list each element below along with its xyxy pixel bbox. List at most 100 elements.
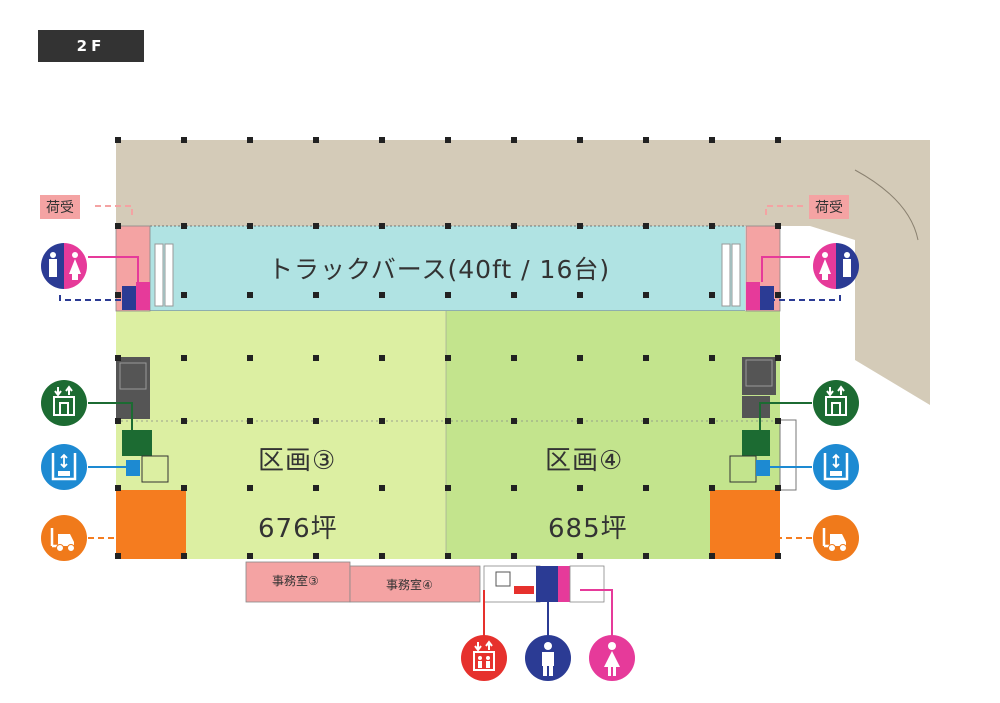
column-marker (445, 418, 451, 424)
loading-dock-left (116, 490, 186, 559)
column-marker (643, 485, 649, 491)
freight-elevator-icon (813, 380, 859, 426)
column-marker (577, 137, 583, 143)
column-marker (775, 355, 781, 361)
column-marker (181, 355, 187, 361)
vertical-conveyor-icon (813, 444, 859, 490)
column-marker (247, 223, 253, 229)
column-marker (709, 137, 715, 143)
column-marker (181, 223, 187, 229)
column-marker (775, 485, 781, 491)
column-marker (313, 485, 319, 491)
column-marker (247, 418, 253, 424)
column-marker (709, 485, 715, 491)
column-marker (643, 223, 649, 229)
column-marker (511, 485, 517, 491)
column-marker (181, 418, 187, 424)
column-marker (115, 553, 121, 559)
column-marker (577, 485, 583, 491)
column-marker (445, 292, 451, 298)
column-marker (247, 355, 253, 361)
loading-dock-right (710, 490, 780, 559)
column-marker (709, 418, 715, 424)
column-marker (313, 355, 319, 361)
column-marker (115, 292, 121, 298)
zone-4-name: 区画④ (545, 446, 624, 476)
column-marker (313, 223, 319, 229)
column-marker (313, 418, 319, 424)
column-marker (379, 355, 385, 361)
column-marker (775, 418, 781, 424)
zone-4-area-label: 685坪 (548, 514, 628, 544)
zone-3-area-label: 676坪 (258, 514, 338, 544)
column-marker (577, 223, 583, 229)
column-marker (709, 553, 715, 559)
column-marker (643, 553, 649, 559)
column-marker (511, 223, 517, 229)
office-4-area (349, 565, 481, 603)
loading-label-right: 荷受 (809, 195, 849, 219)
column-marker (775, 223, 781, 229)
column-marker (379, 418, 385, 424)
column-marker (247, 485, 253, 491)
column-marker (313, 292, 319, 298)
column-marker (511, 292, 517, 298)
vertical-conveyor-icon (41, 444, 87, 490)
yard-area (116, 140, 780, 226)
column-marker (247, 553, 253, 559)
column-marker (379, 137, 385, 143)
column-marker (115, 355, 121, 361)
column-marker (115, 418, 121, 424)
forklift-icon (813, 515, 859, 561)
structural-columns (115, 137, 781, 559)
freight-elevator-icon (41, 380, 87, 426)
zone-3-name: 区画③ (258, 446, 337, 476)
column-marker (313, 553, 319, 559)
column-marker (379, 223, 385, 229)
column-marker (445, 355, 451, 361)
column-marker (181, 553, 187, 559)
column-marker (379, 553, 385, 559)
column-marker (247, 137, 253, 143)
loading-label-left: 荷受 (40, 195, 80, 219)
column-marker (313, 137, 319, 143)
column-marker (709, 223, 715, 229)
column-marker (577, 355, 583, 361)
restroom-icon (41, 243, 87, 289)
floor-badge: 2F (38, 30, 144, 62)
column-marker (445, 137, 451, 143)
column-marker (511, 355, 517, 361)
column-marker (115, 137, 121, 143)
column-marker (379, 292, 385, 298)
female-restroom-icon (589, 635, 635, 681)
column-marker (709, 292, 715, 298)
restroom-icon (813, 243, 859, 289)
column-marker (643, 418, 649, 424)
column-marker (181, 292, 187, 298)
column-marker (643, 292, 649, 298)
office-3-area (245, 561, 351, 603)
truck-berth-label: トラックバース(40ft / 16台) (268, 255, 611, 284)
column-marker (643, 137, 649, 143)
column-marker (115, 223, 121, 229)
column-marker (247, 292, 253, 298)
column-marker (577, 292, 583, 298)
column-marker (775, 553, 781, 559)
office-4-label: 事務室④ (386, 578, 433, 592)
office-3-label: 事務室③ (272, 574, 319, 588)
column-marker (445, 485, 451, 491)
column-marker (511, 137, 517, 143)
column-marker (181, 485, 187, 491)
forklift-icon (41, 515, 87, 561)
column-marker (115, 485, 121, 491)
column-marker (445, 223, 451, 229)
column-marker (181, 137, 187, 143)
column-marker (643, 355, 649, 361)
column-marker (775, 292, 781, 298)
column-marker (511, 418, 517, 424)
column-marker (511, 553, 517, 559)
male-restroom-icon (525, 635, 571, 681)
column-marker (775, 137, 781, 143)
column-marker (709, 355, 715, 361)
